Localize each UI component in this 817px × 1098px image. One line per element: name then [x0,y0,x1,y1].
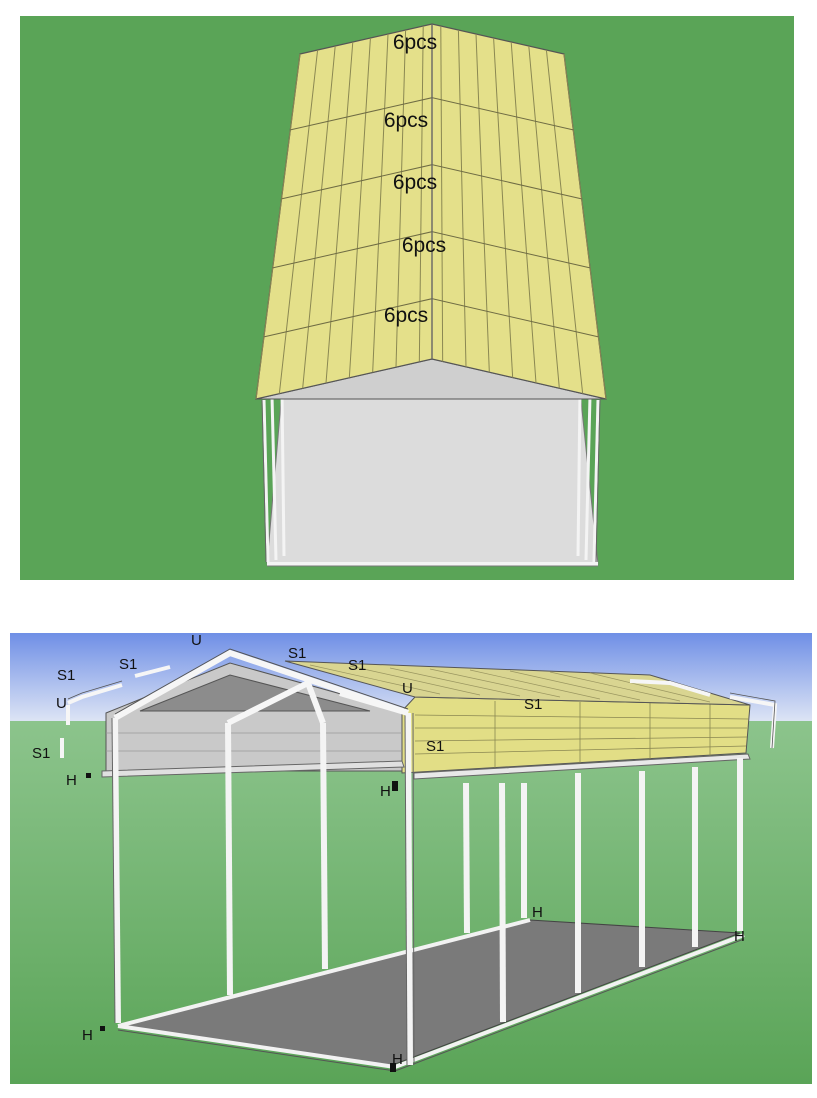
carport-frame-assembly-panel: U S1 S1 S1 S1 U U S1 S1 S1 H H H H H H [10,633,812,1084]
quantity-label-row-2: 6pcs [384,109,428,132]
floor-slab [266,390,599,565]
part-label-u-right: U [402,680,413,697]
part-label-u-top: U [191,633,202,649]
quantity-label-row-5: 6pcs [384,304,428,327]
part-label-h-front-corner: H [392,1051,403,1068]
side-posts [262,391,600,563]
part-label-h-back-right: H [734,928,745,945]
frame-posts [112,712,743,1066]
quantity-label-row-4: 6pcs [402,234,446,257]
part-label-s1-roof-2: S1 [119,656,137,673]
carport-frame-drawing: U S1 S1 S1 S1 U U S1 S1 S1 H H H H H H [10,633,812,1084]
hardware-markers [86,773,398,1072]
carport-front-view-drawing: 6pcs 6pcs 6pcs 6pcs 6pcs [20,16,794,580]
part-label-s1-front-post: S1 [426,738,444,755]
roof-ribs [255,25,607,400]
part-label-s1-side: S1 [524,696,542,713]
quantity-label-row-3: 6pcs [393,171,437,194]
base-rails [117,918,745,1069]
part-label-h-top-left: H [66,772,77,789]
front-eave-rail [101,760,405,778]
roof-panels [255,23,607,400]
part-label-s1-roof-3: S1 [348,657,366,674]
roof-bows [113,649,409,726]
side-eave-rail [413,753,751,780]
part-label-h-back-post: H [532,904,543,921]
part-label-h-top-front: H [380,783,391,800]
part-label-s1-left-post: S1 [32,745,50,762]
gable-end-sheet [105,662,403,772]
top-roof-panels [284,660,751,706]
part-label-s1-left: S1 [57,667,75,684]
quantity-label-row-1: 6pcs [393,31,437,54]
part-label-h-front-left: H [82,1027,93,1044]
part-label-u-left: U [56,695,67,712]
part-label-s1-roof-1: S1 [288,645,306,662]
carport-front-view-panel: 6pcs 6pcs 6pcs 6pcs 6pcs [20,16,794,580]
